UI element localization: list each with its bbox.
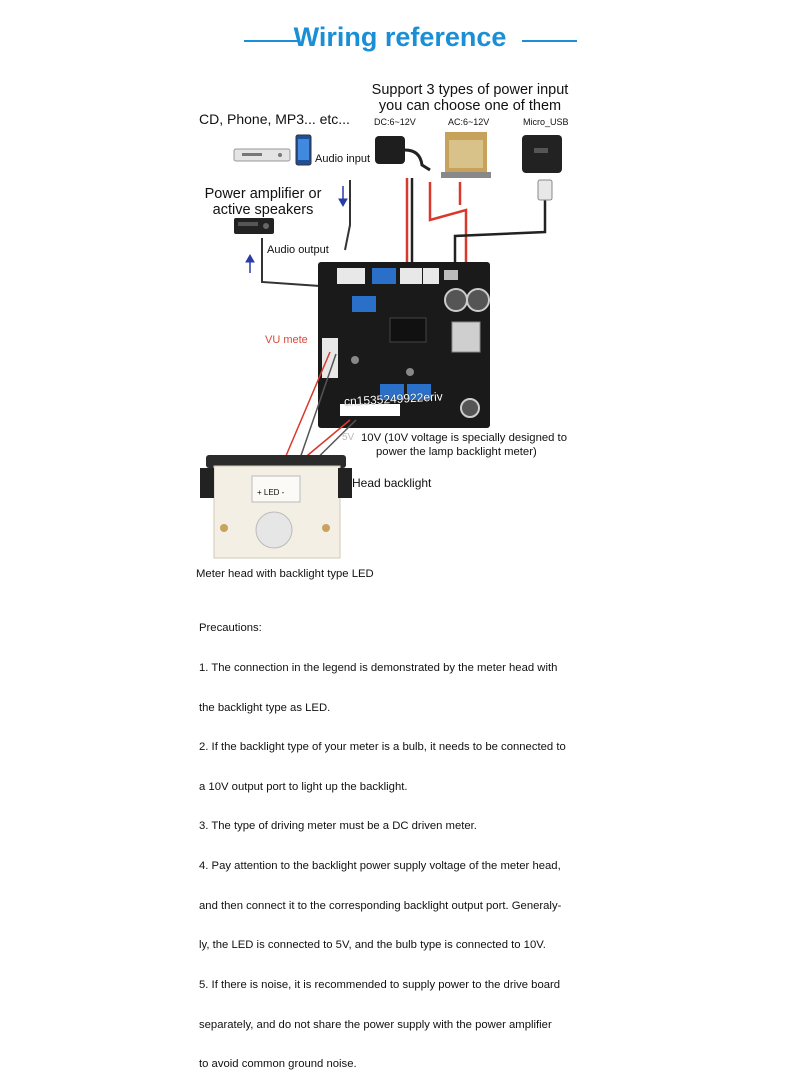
precaution-line: to avoid common ground noise.: [199, 1058, 357, 1071]
precaution-line: 2. If the backlight type of your meter i…: [199, 741, 566, 754]
title-line-left: [244, 40, 299, 42]
page-title: Wiring reference: [293, 22, 507, 52]
precautions-heading: Precautions:: [199, 622, 262, 635]
head-backlight-label: Head backlight: [352, 476, 432, 490]
led-marking: + LED -: [257, 488, 285, 497]
ac-label: AC:6~12V: [448, 117, 490, 127]
meter-head: [200, 455, 352, 559]
ten-v-line2: power the lamp backlight meter): [376, 445, 537, 458]
precaution-line: and then connect it to the corresponding…: [199, 899, 562, 912]
power-header-line2: you can choose one of them: [378, 98, 562, 114]
amplifier-label: Power amplifier or active speakers: [193, 186, 333, 218]
power-header: Support 3 types of power input you can c…: [350, 82, 590, 114]
arrow-down-icon: [338, 186, 348, 208]
dc-label: DC:6~12V: [374, 117, 416, 127]
meter-caption: Meter head with backlight type LED: [196, 568, 374, 580]
power-wires: [405, 178, 547, 262]
dc-adapter-icon: [375, 136, 431, 172]
audio-input-label: Audio input: [315, 153, 371, 165]
amplifier-icon: [234, 218, 274, 234]
precaution-line: 5. If there is noise, it is recommended …: [199, 978, 561, 991]
power-header-line1: Support 3 types of power input: [371, 82, 569, 98]
audio-output-wire: [261, 238, 321, 287]
vu-meter-label: VU mete: [265, 334, 308, 346]
usb-label: Micro_USB: [523, 117, 569, 127]
precaution-line: a 10V output port to light up the backli…: [199, 780, 408, 793]
ten-v-line1: 10V (10V voltage is specially designed t…: [361, 432, 567, 444]
amplifier-label-line2: active speakers: [212, 202, 314, 218]
amplifier-label-line1: Power amplifier or: [204, 186, 322, 202]
precaution-line: ly, the LED is connected to 5V, and the …: [199, 939, 546, 952]
precaution-line: separately, and do not share the power s…: [199, 1018, 552, 1031]
driver-board: [318, 262, 490, 428]
ac-transformer-icon: [441, 132, 491, 178]
wiring-diagram: [200, 132, 562, 559]
title-line-right: [522, 40, 577, 42]
arrow-up-icon: [245, 253, 255, 273]
sources-label: CD, Phone, MP3... etc...: [199, 111, 350, 127]
usb-adapter-icon: [522, 135, 562, 201]
precaution-line: 4. Pay attention to the backlight power …: [199, 860, 561, 873]
precaution-line: the backlight type as LED.: [199, 701, 331, 714]
audio-output-label: Audio output: [267, 244, 329, 256]
audio-input-wire: [344, 180, 351, 251]
cd-player-icon: [233, 148, 291, 162]
phone-icon: [295, 134, 312, 166]
precaution-line: 3. The type of driving meter must be a D…: [199, 820, 477, 833]
five-v-label: 5V: [342, 432, 355, 443]
precautions-block: Precautions: 1. The connection in the le…: [199, 596, 566, 1085]
ten-v-label: 10V (10V voltage is specially designed t…: [361, 432, 567, 459]
precaution-line: 1. The connection in the legend is demon…: [199, 662, 558, 675]
